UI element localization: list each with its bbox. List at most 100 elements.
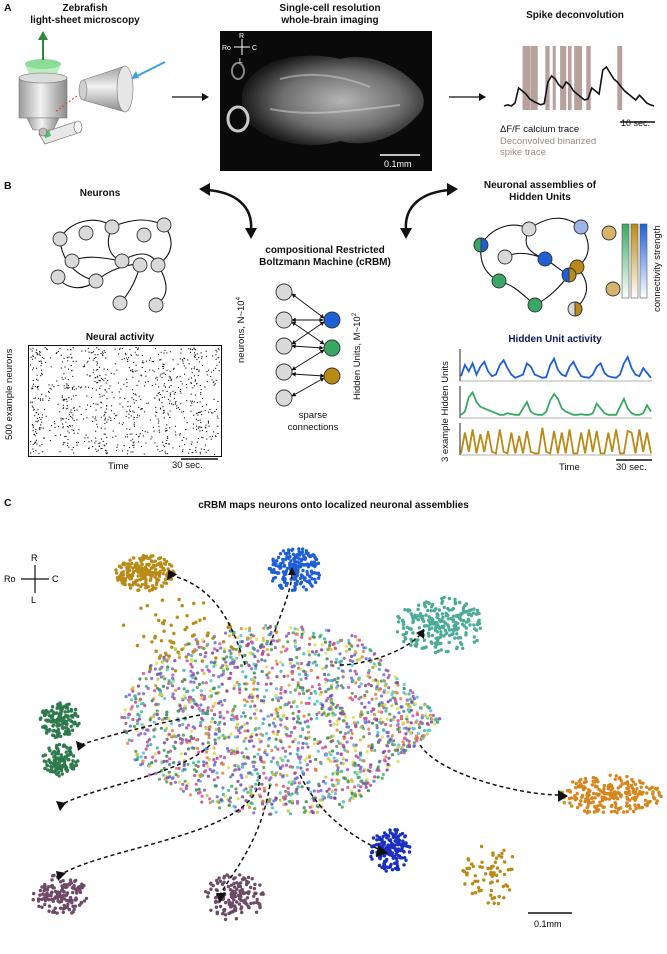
imaging-scale-label: 0.1mm	[384, 159, 412, 169]
raster-spike	[32, 430, 34, 432]
neuron-point	[218, 642, 222, 646]
neuron-point	[347, 647, 352, 651]
neuron-point	[192, 736, 196, 740]
raster-spike	[182, 362, 184, 364]
neuron-point	[341, 686, 345, 690]
neuron-point	[257, 737, 261, 741]
raster-spike	[66, 384, 68, 386]
raster-spike	[99, 380, 101, 382]
neuron-point	[339, 730, 343, 734]
raster-spike	[143, 362, 145, 364]
assembly-point	[495, 879, 500, 883]
neuron-point	[244, 775, 248, 779]
raster-spike	[159, 450, 161, 452]
raster-spike	[43, 357, 45, 359]
neuron-point	[273, 772, 277, 776]
neuron-point	[213, 641, 217, 645]
neuron-point	[279, 723, 283, 727]
neuron-point	[287, 631, 291, 636]
raster-spike	[105, 382, 107, 384]
raster-spike	[167, 398, 169, 400]
assembly-point	[209, 908, 213, 912]
neuron-point	[181, 723, 185, 727]
assembly-point	[43, 726, 48, 730]
raster-spike	[38, 353, 40, 355]
assembly-point	[244, 901, 248, 905]
raster-spike	[104, 449, 106, 451]
neuron-point	[281, 764, 285, 768]
raster-spike	[32, 380, 34, 382]
neuron-point	[252, 764, 256, 769]
spike-bar	[545, 46, 550, 110]
assembly-point	[638, 779, 642, 783]
neuron-point	[186, 747, 191, 751]
raster-spike	[103, 379, 105, 381]
neuron-point	[307, 642, 312, 646]
neuron-point	[261, 799, 265, 803]
neuron-point	[362, 769, 366, 773]
neuron-point	[323, 672, 327, 677]
neuron-point	[231, 707, 236, 711]
neuron-point	[339, 659, 344, 663]
raster-spike	[165, 429, 167, 431]
assembly-point	[468, 623, 472, 627]
raster-spike	[57, 403, 59, 405]
neuron-point	[411, 694, 415, 699]
assembly-point	[48, 769, 53, 774]
neuron-point	[267, 723, 272, 727]
raster-spike	[34, 431, 36, 433]
raster-spike	[41, 372, 43, 374]
raster-spike	[88, 447, 90, 449]
neuron-point	[233, 665, 237, 669]
neuron-point	[300, 635, 304, 639]
assembly-point	[502, 860, 507, 864]
neuron-point	[328, 640, 332, 644]
neuron-point	[145, 740, 150, 744]
raster-spike	[104, 389, 106, 391]
assembly-point	[292, 577, 296, 581]
neuron-point	[349, 796, 353, 800]
raster-spike	[199, 451, 201, 453]
neuron-point	[183, 768, 187, 772]
assembly-point	[625, 801, 629, 805]
neuron-point	[198, 779, 202, 783]
assembly-point	[130, 574, 135, 578]
raster-spike	[41, 356, 43, 358]
neuron-point	[391, 690, 395, 694]
neuron-point	[377, 687, 381, 691]
neuron-point	[313, 702, 317, 706]
raster-spike	[67, 438, 69, 440]
raster-spike	[96, 450, 98, 452]
neuron-point	[285, 773, 289, 777]
neuron-point	[183, 696, 187, 700]
raster-spike	[208, 369, 210, 371]
raster-spike	[98, 366, 100, 368]
raster-spike	[118, 391, 120, 393]
raster-spike	[39, 354, 41, 356]
neuron-point	[380, 701, 384, 705]
raster-spike	[136, 384, 138, 386]
assembly-point	[130, 561, 134, 566]
neuron-point	[263, 659, 267, 663]
raster-spike	[35, 351, 37, 353]
neuron-point	[331, 772, 335, 776]
raster-spike	[81, 386, 83, 388]
raster-spike	[63, 385, 65, 387]
neuron-point	[306, 745, 310, 749]
raster-spike	[95, 416, 97, 418]
neuron-point	[369, 684, 373, 688]
neuron-point	[297, 709, 301, 714]
raster-spike	[193, 356, 195, 358]
raster-spike	[168, 386, 170, 388]
assembly-point	[307, 580, 312, 585]
neuron-point	[236, 665, 240, 669]
neuron-point	[165, 713, 169, 717]
neuron-point	[264, 776, 268, 780]
raster-spike	[32, 388, 34, 390]
raster-spike	[206, 431, 208, 433]
assembly-point	[118, 574, 123, 579]
neuron-point	[281, 715, 285, 719]
raster-spike	[133, 425, 135, 427]
neuron-point	[248, 805, 252, 809]
neuron-point	[298, 685, 302, 690]
